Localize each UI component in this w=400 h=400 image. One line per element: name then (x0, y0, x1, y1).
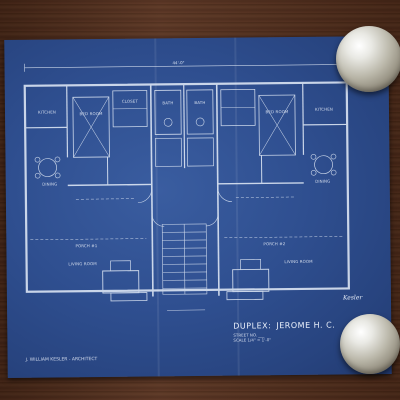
room-label: DINING (42, 181, 58, 187)
room-label: BED ROOM (265, 109, 289, 115)
outer-wall (23, 81, 350, 293)
room-label: KITCHEN (314, 106, 334, 112)
glass-paperweight-top (336, 26, 400, 92)
architect-credit: J. WILLIAM KESLER - ARCHITECT (25, 357, 98, 363)
title-block: DUPLEX: JEROME H. C. STREET NO. ___ SCAL… (233, 313, 335, 343)
room-label: BATH (162, 100, 174, 106)
overall-dimension: 44'-0" (172, 60, 185, 66)
floor-plan-drawing (23, 60, 350, 311)
signature: Kesler (342, 294, 363, 302)
dimension-line (24, 64, 345, 69)
room-label: BED ROOM (79, 110, 103, 117)
blueprint-sheet: 44'-0" KITCHEN BED ROOM CLOSET BATH BATH… (4, 35, 392, 379)
title-client: JEROME H. C. (276, 320, 336, 331)
room-label: BATH (194, 99, 206, 106)
room-label: PORCH #1 (75, 243, 98, 249)
room-label: PORCH #2 (263, 241, 286, 247)
room-label: KITCHEN (37, 109, 57, 115)
title-line2: SCALE 1/4" = 1'-0" (233, 337, 272, 343)
room-label: DINING (315, 178, 331, 184)
room-label: CLOSET (121, 98, 138, 104)
glass-paperweight-bottom (340, 314, 400, 374)
room-label: LIVING ROOM (68, 261, 97, 267)
title-main: DUPLEX: (233, 321, 272, 331)
room-label: LIVING ROOM (284, 258, 313, 265)
